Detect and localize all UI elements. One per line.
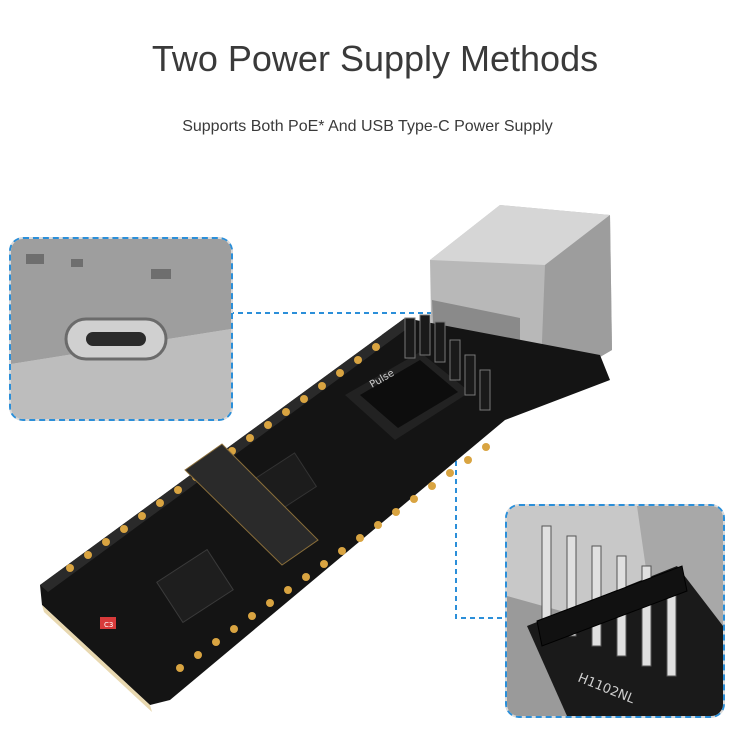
esp32-chip [156, 548, 234, 624]
fpc-connector [184, 443, 319, 566]
header-pins-main [404, 314, 491, 411]
red-led [100, 617, 116, 629]
page-subtitle: Supports Both PoE* And USB Type-C Power … [182, 118, 553, 135]
transformer-module [345, 352, 470, 440]
page-title: Two Power Supply Methods [151, 38, 599, 79]
usb-c-callout [9, 237, 233, 421]
usb-c-port-icon [64, 317, 168, 361]
pin-header-icon [536, 525, 688, 677]
antenna-label: C3 [104, 621, 113, 629]
pad-row-bottom [176, 443, 490, 672]
poe-header-callout: H1102NL [505, 504, 725, 718]
